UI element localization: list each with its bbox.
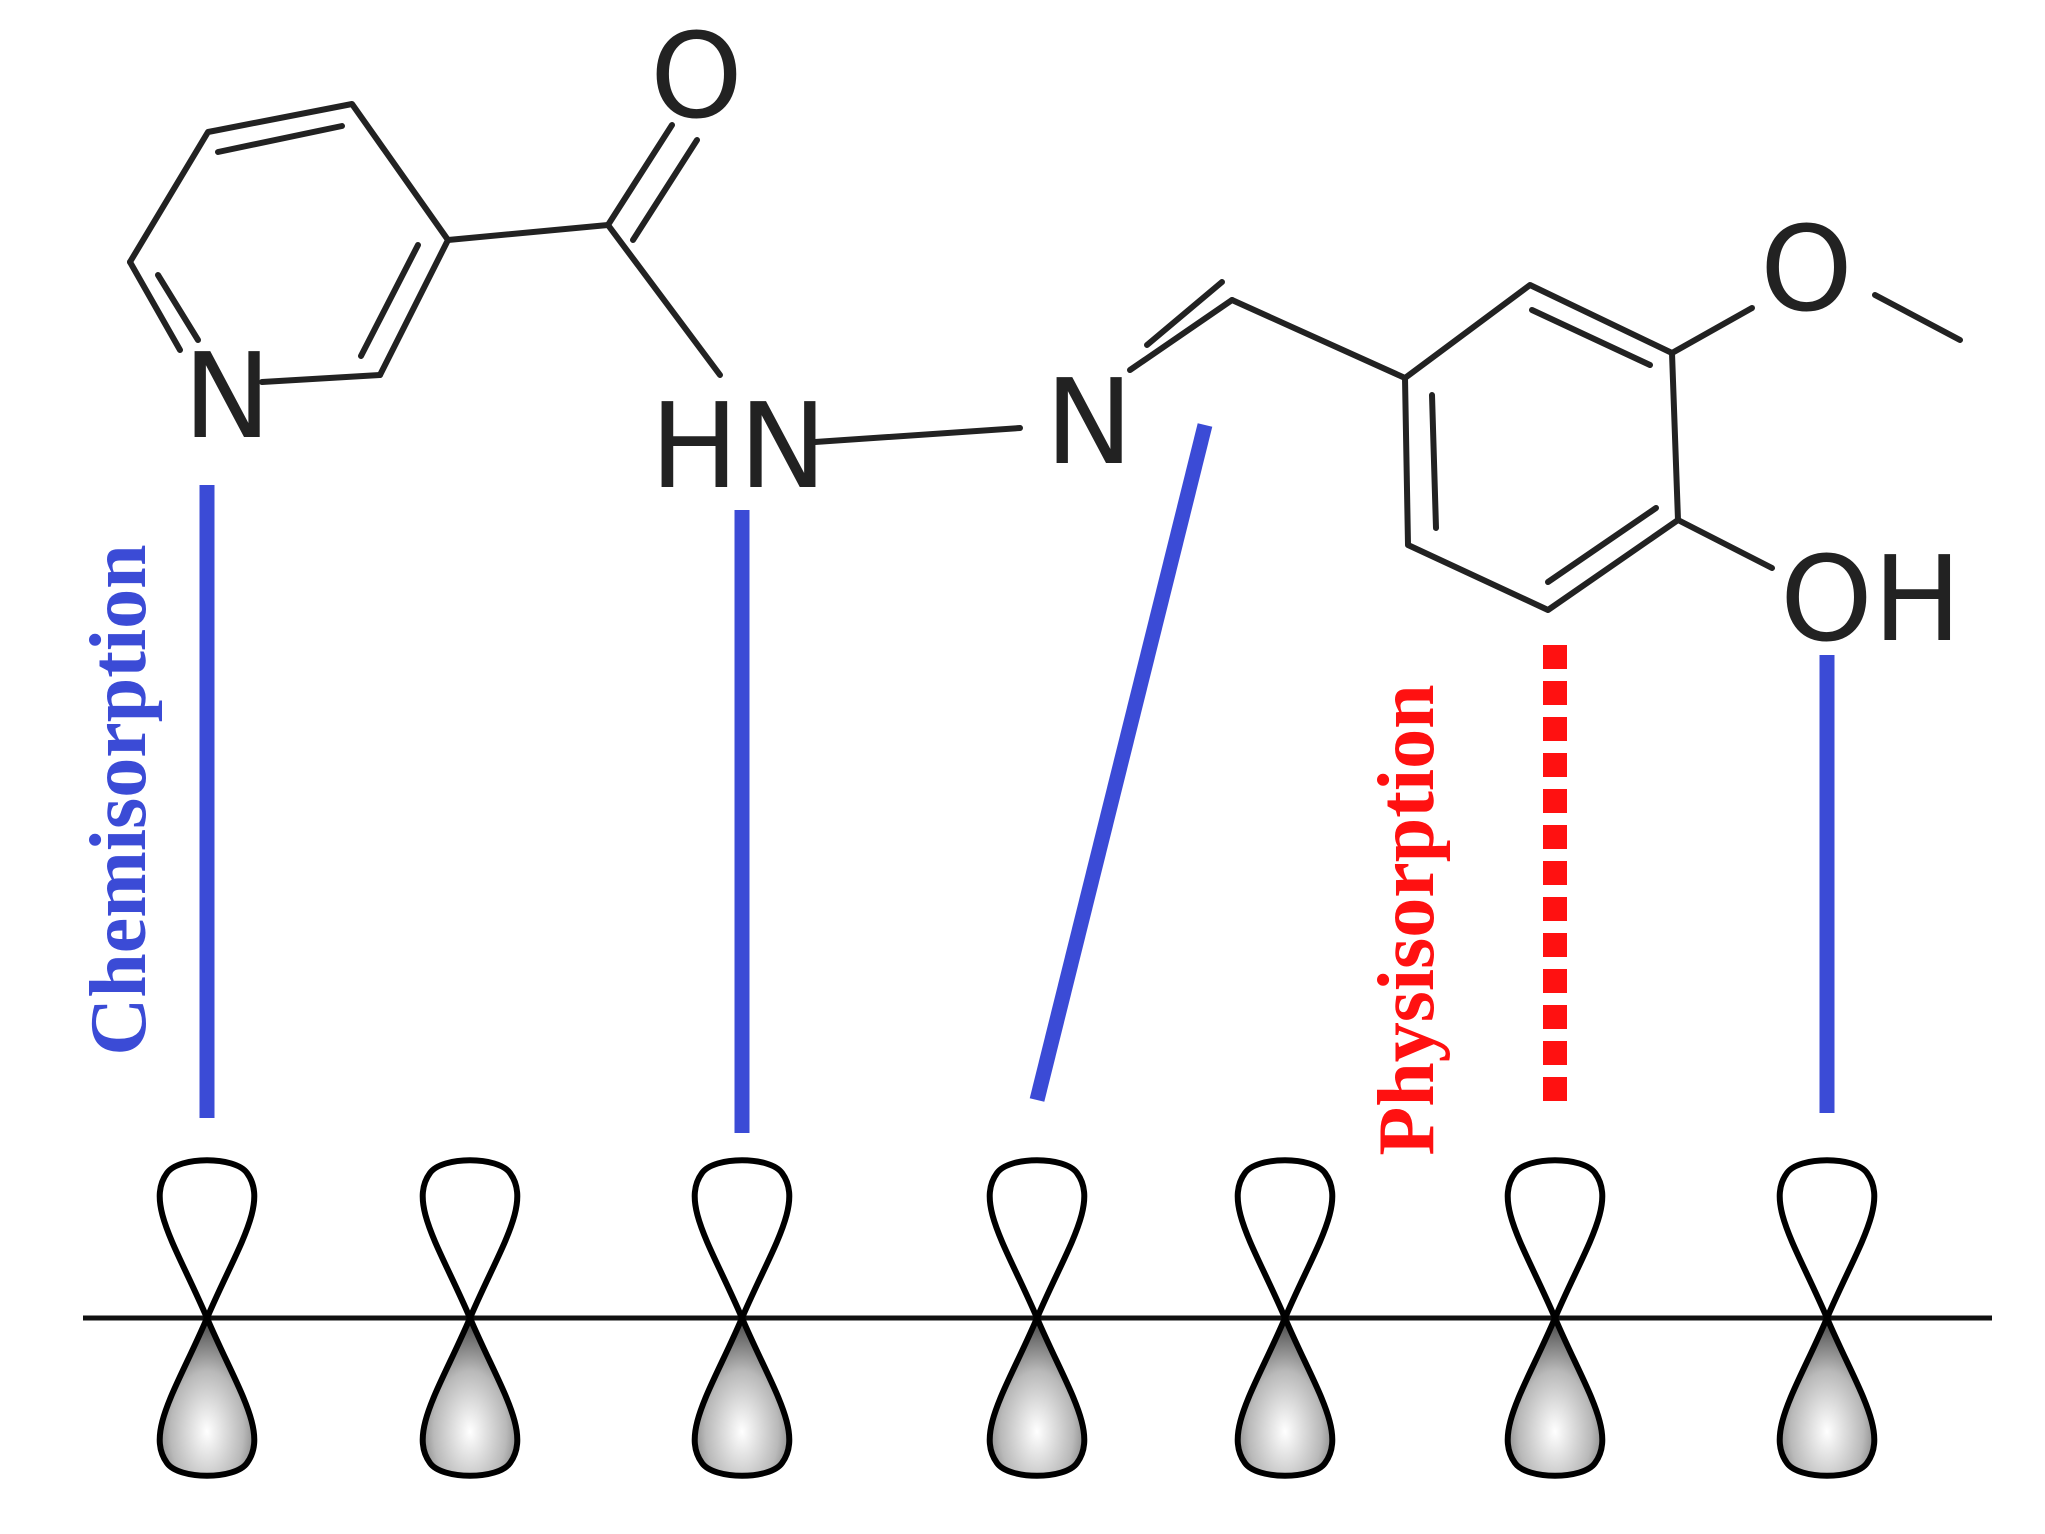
atom-amide-nh: HN (650, 377, 827, 515)
physisorption-label: Physisorption (1363, 684, 1451, 1155)
benzene-ring (1402, 282, 1681, 613)
amide-linker (445, 122, 1023, 445)
adsorption-bonds (199, 423, 1835, 1133)
hydroxyl-bond (1675, 517, 1775, 571)
imine-linker (1127, 279, 1408, 381)
atom-carbonyl-o: O (650, 7, 743, 145)
atom-hydroxyl: OH (1780, 530, 1962, 668)
chemisorption-label: Chemisorption (75, 544, 163, 1055)
pyridine-ring (127, 101, 451, 385)
chemisorption-bond-imine-n (1029, 423, 1213, 1102)
methoxy-group (1669, 292, 1963, 356)
atom-imine-n: N (1045, 353, 1133, 491)
molecule-structure: N O HN N O OH (127, 7, 1963, 668)
atom-methoxy-o: O (1760, 200, 1853, 338)
atom-pyridine-n: N (183, 327, 271, 465)
